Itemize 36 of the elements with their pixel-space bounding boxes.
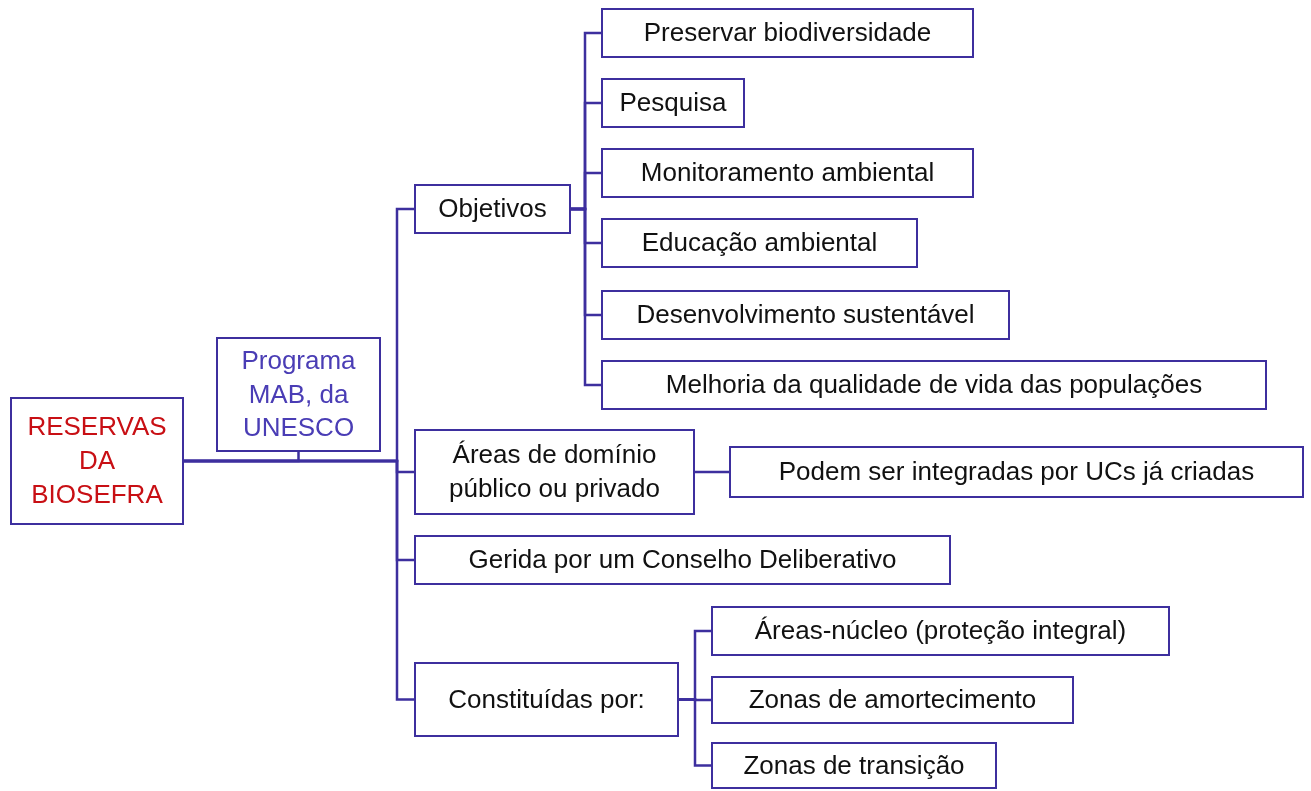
- concept-box: [729, 446, 1304, 498]
- concept-text: Programa MAB, da UNESCO: [240, 343, 357, 445]
- connector-line: [679, 698, 711, 767]
- concept-text: Melhoria da qualidade de vida das populações: [665, 368, 1203, 402]
- concept-text: Educação ambiental: [641, 226, 878, 260]
- concept-box: [601, 290, 1010, 340]
- concept-box: [414, 184, 571, 234]
- concept-text: Zonas de transição: [743, 748, 965, 782]
- concept-box: [711, 606, 1170, 656]
- concept-box: [414, 535, 951, 585]
- concept-text: Áreas de domínio público ou privado: [447, 438, 661, 505]
- concept-text: Monitoramento ambiental: [640, 156, 935, 190]
- concept-text: Áreas-núcleo (proteção integral): [754, 614, 1127, 648]
- concept-text: Podem ser integradas por UCs já criadas: [778, 455, 1255, 489]
- concept-text: Constituídas por:: [448, 682, 645, 716]
- concept-box: [601, 8, 974, 58]
- connector-line: [184, 459, 414, 701]
- concept-text: Zonas de amortecimento: [748, 683, 1037, 717]
- connector-line: [571, 207, 601, 387]
- concept-box: [414, 429, 695, 515]
- concept-text: Desenvolvimento sustentável: [636, 298, 975, 332]
- concept-text: Preservar biodiversidade: [643, 16, 932, 50]
- concept-box: [711, 676, 1074, 724]
- concept-box: [216, 337, 381, 452]
- concept-box: [414, 662, 679, 737]
- concept-box: [601, 78, 745, 128]
- concept-box: [601, 360, 1267, 410]
- concept-box: [601, 148, 974, 198]
- concept-text: Objetivos: [438, 192, 547, 226]
- concept-text: RESERVAS DA BIOSEFRA: [26, 410, 168, 511]
- connector-line: [695, 470, 729, 474]
- concept-box: [601, 218, 918, 268]
- concept-text: Gerida por um Conselho Deliberativo: [468, 543, 897, 577]
- concept-box: [711, 742, 997, 789]
- concept-text: Pesquisa: [619, 86, 727, 120]
- concept-box: [10, 397, 184, 525]
